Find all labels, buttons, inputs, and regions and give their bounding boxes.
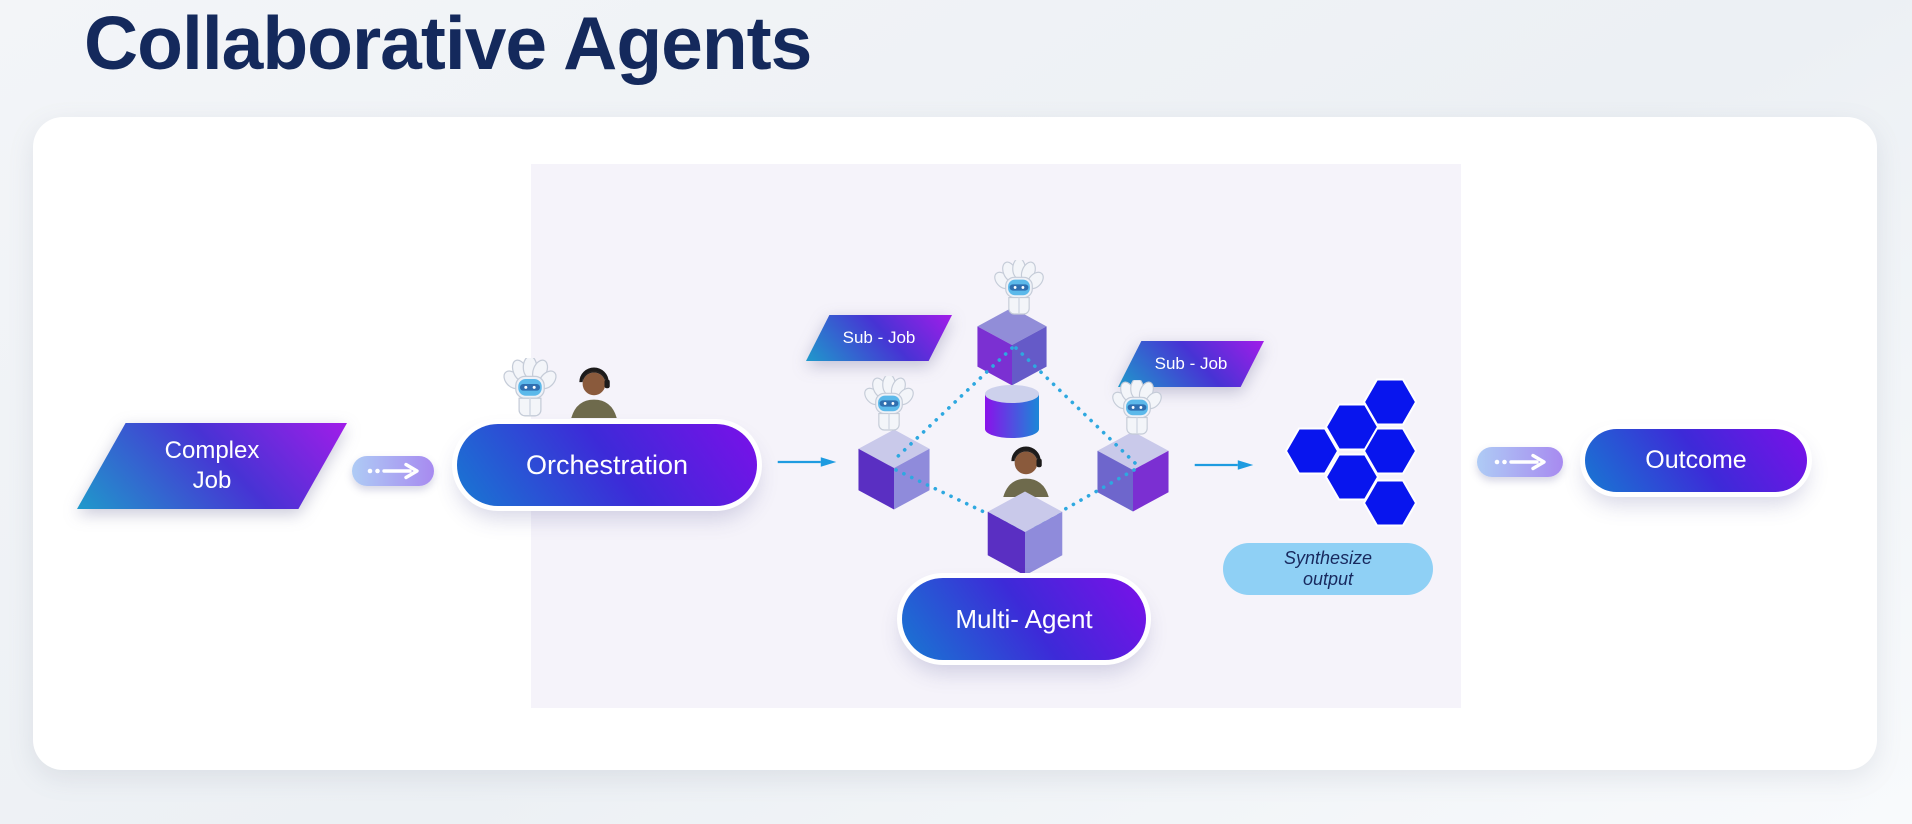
sub-job-left-label: Sub - Job — [842, 328, 916, 347]
hexagon-cluster-icon — [1284, 378, 1418, 527]
einstein-bot-icon — [864, 376, 914, 434]
orchestration-label: Orchestration — [525, 449, 689, 480]
complex-job-shape: Complex Job — [77, 423, 347, 509]
complex-job-node: Complex Job — [77, 423, 347, 509]
orchestration-node: Orchestration — [457, 424, 757, 506]
complex-job-label: Complex Job — [164, 437, 260, 494]
flow-arrow-icon — [1193, 457, 1255, 473]
sub-job-right-node: Sub - Job — [1118, 341, 1264, 387]
multi-agent-label: Multi- Agent — [955, 603, 1093, 634]
page-title: Collaborative Agents — [84, 1, 812, 85]
flow-arrow-icon — [776, 454, 838, 470]
einstein-bot-icon — [1112, 380, 1162, 438]
dotted-arrow-glyph — [361, 461, 425, 481]
synthesize-output-label: Synthesize output — [1283, 547, 1373, 589]
outcome-node: Outcome — [1585, 429, 1807, 492]
dotted-network-lines — [892, 346, 1137, 533]
synthesize-output-badge: Synthesize output — [1223, 543, 1433, 595]
sub-job-left-node: Sub - Job — [806, 315, 952, 361]
human-agent-icon — [565, 362, 623, 418]
dotted-arrow-icon — [1477, 447, 1563, 477]
dotted-arrow-icon — [352, 456, 434, 486]
einstein-bot-icon — [503, 358, 557, 420]
sub-job-right-shape: Sub - Job — [1118, 341, 1264, 387]
agent-cube-icon — [986, 490, 1064, 577]
multi-agent-node: Multi- Agent — [902, 578, 1146, 660]
outcome-label: Outcome — [1645, 446, 1747, 474]
database-cylinder-icon — [985, 385, 1039, 438]
dotted-arrow-glyph — [1487, 452, 1553, 472]
einstein-bot-icon — [994, 260, 1044, 318]
sub-job-left-shape: Sub - Job — [806, 315, 952, 361]
sub-job-right-label: Sub - Job — [1154, 354, 1228, 373]
